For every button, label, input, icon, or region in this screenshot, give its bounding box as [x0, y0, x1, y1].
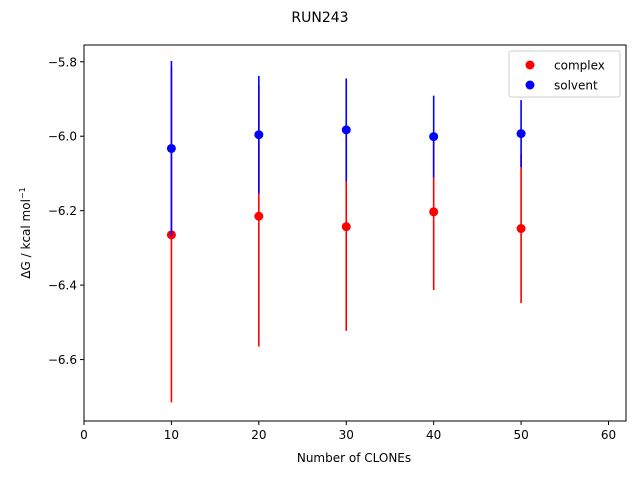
legend-label-solvent: solvent	[554, 79, 598, 93]
x-tick-label: 10	[164, 428, 179, 442]
y-axis-label-superscript: −1	[18, 187, 27, 199]
data-point-solvent	[429, 132, 439, 142]
x-axis-label: Number of CLONEs	[297, 451, 411, 465]
data-point-solvent	[166, 143, 176, 153]
data-point-complex	[429, 207, 439, 217]
y-tick-label: −5.8	[48, 55, 77, 69]
legend-box	[508, 50, 621, 98]
x-tick-label: 40	[426, 428, 441, 442]
series-solvent	[166, 61, 526, 236]
legend-marker-complex	[525, 60, 535, 70]
x-tick-label: 60	[601, 428, 616, 442]
y-tick-label: −6.4	[48, 279, 77, 293]
x-axis: 0 10 20 30 40 50 60	[80, 421, 616, 442]
x-tick-label: 50	[513, 428, 528, 442]
y-axis-label-main: ΔG / kcal mol	[19, 199, 33, 279]
series-complex	[166, 67, 526, 403]
legend-marker-solvent	[525, 80, 535, 90]
data-point-complex	[341, 222, 351, 232]
y-axis-label: ΔG / kcal mol−1	[18, 187, 33, 278]
chart-title: RUN243	[291, 10, 348, 26]
y-tick-label: −6.2	[48, 204, 77, 218]
axes-frame	[83, 44, 627, 422]
legend: complex solvent	[508, 50, 621, 98]
data-point-complex	[516, 224, 526, 234]
x-tick-label: 20	[251, 428, 266, 442]
y-tick-label: −6.0	[48, 130, 77, 144]
data-point-solvent	[516, 129, 526, 139]
data-point-complex	[254, 211, 264, 221]
data-point-solvent	[254, 130, 264, 140]
data-point-solvent	[341, 125, 351, 135]
x-tick-label: 0	[80, 428, 88, 442]
y-axis: −6.6 −6.4 −6.2 −6.0 −5.8	[48, 55, 84, 367]
plot-area	[166, 61, 526, 403]
legend-label-complex: complex	[554, 59, 605, 73]
y-tick-label: −6.6	[48, 353, 77, 367]
x-tick-label: 30	[339, 428, 354, 442]
